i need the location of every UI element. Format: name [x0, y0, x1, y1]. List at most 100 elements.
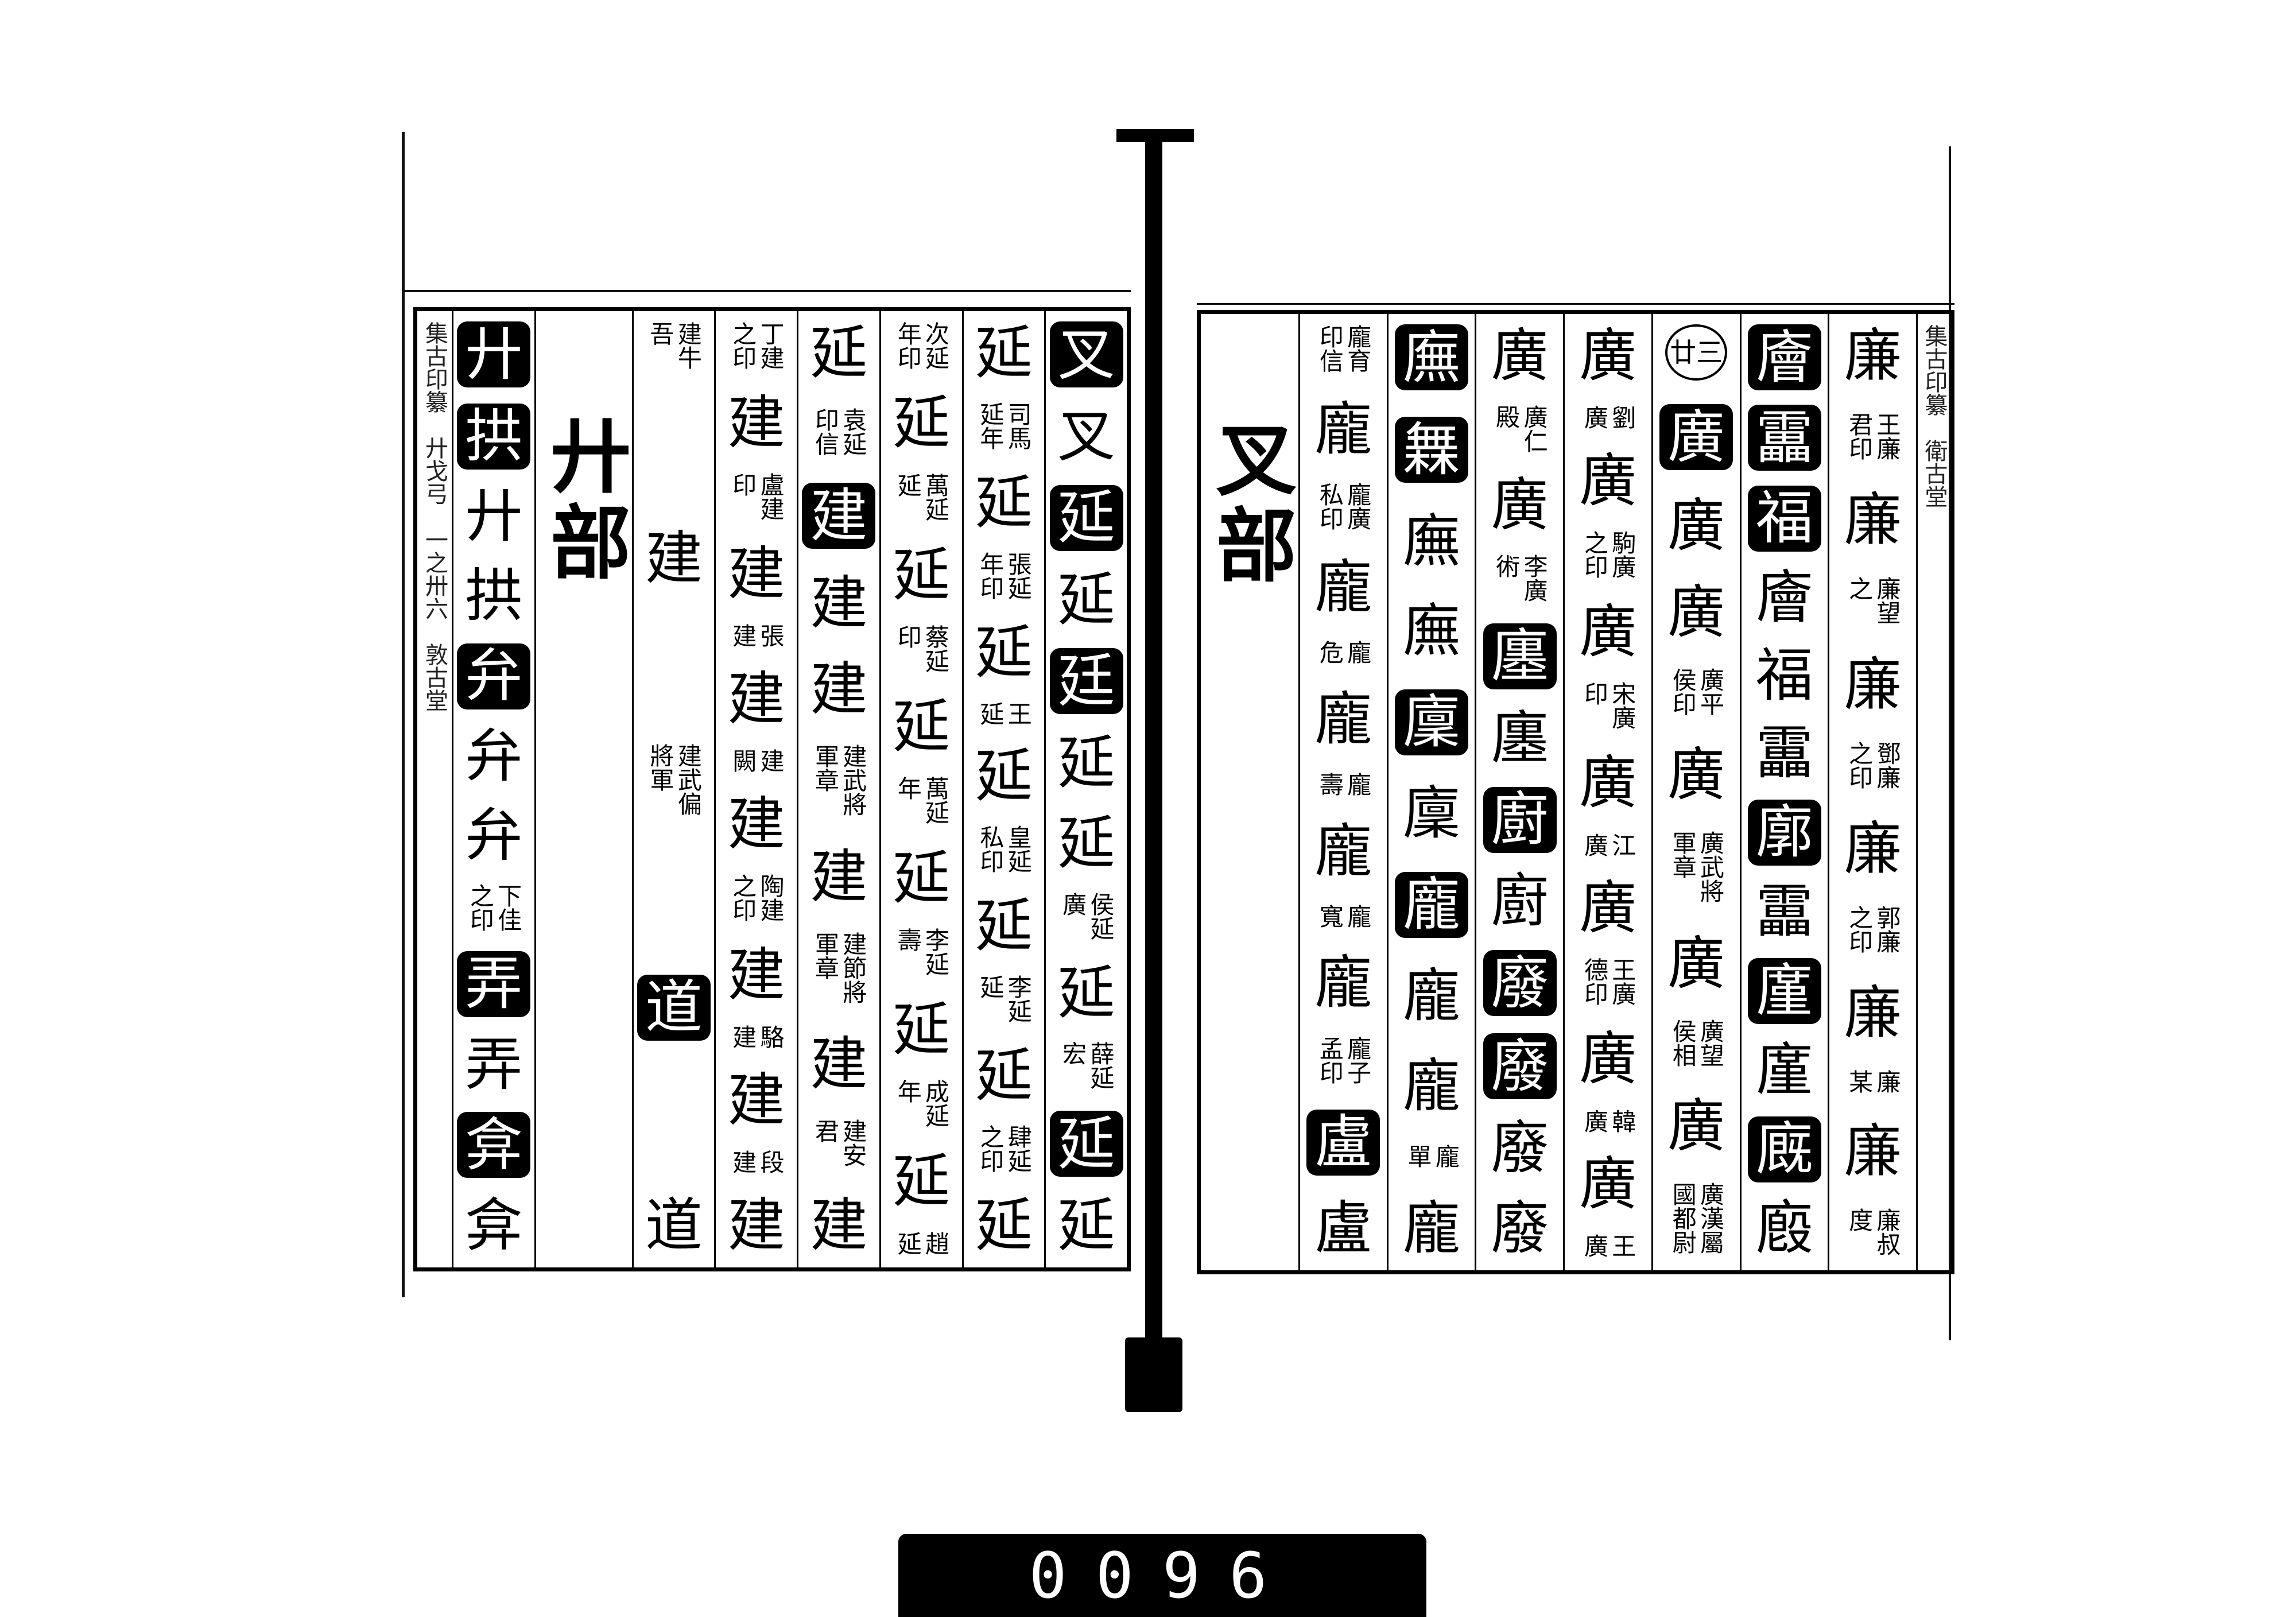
seal-glyph: 延 — [975, 742, 1033, 810]
seal-caption: 廉某 — [1845, 1069, 1901, 1094]
seal-caption: 江廣 — [1580, 832, 1636, 857]
seal-glyph: 廣 — [1667, 491, 1725, 559]
seal-glyph: 廥 — [1755, 564, 1813, 631]
seal-glyph: 建 — [727, 540, 785, 608]
seal-glyph: 龐 — [1314, 949, 1372, 1017]
binding-spine — [1145, 138, 1162, 1406]
entry-column: 丁建之印建盧建印建張建建建闕建陶建之印建駱建建段建建 — [714, 311, 797, 1267]
seal-caption: 建闕 — [728, 749, 785, 773]
margin-label: 一之卅六 — [421, 528, 448, 620]
seal-glyph: 延 — [975, 1191, 1033, 1259]
seal-caption: 建安君 — [811, 1119, 867, 1168]
seal-glyph: 延 — [893, 541, 951, 608]
seal-caption: 段建 — [728, 1150, 785, 1174]
seal-caption: 建牛吾 — [646, 321, 703, 370]
entry-column: 建牛吾建建武偏將軍道道 — [631, 311, 715, 1267]
seal-glyph-inverse: 廾 — [457, 321, 531, 387]
margin-label: 廾戈弓 — [421, 436, 448, 505]
seal-caption: 司馬延年 — [976, 402, 1033, 451]
circled-number: 廿三 — [1665, 324, 1728, 381]
seal-glyph: 延 — [893, 692, 951, 760]
section-heading: 廾部 — [537, 414, 631, 587]
seal-glyph-inverse: 福 — [1747, 485, 1821, 552]
seal-caption: 王延 — [976, 701, 1033, 726]
seal-glyph: 延 — [975, 319, 1033, 386]
seal-glyph: 龐 — [1403, 1194, 1461, 1262]
seal-glyph: 廣 — [1667, 578, 1725, 646]
seal-glyph-inverse: 廡 — [1395, 324, 1469, 390]
margin-label: 集古印纂 — [421, 321, 448, 413]
seal-glyph: 廛 — [1491, 704, 1549, 771]
margin-label: 集古印纂 — [1921, 324, 1948, 416]
entry-column: 廉王廉君印廉廉望之廉鄧廉之印廉郭廉之印廉廉某廉廉叔度 — [1828, 314, 1916, 1270]
seal-caption: 下佳之印 — [466, 883, 522, 932]
seal-glyph: 廣 — [1579, 1150, 1637, 1218]
seal-glyph: 廾 — [465, 483, 523, 550]
seal-caption: 龐育印信 — [1316, 324, 1372, 373]
entry-column: 廿三廣廣廣廣平侯印廣廣武將軍章廣廣望侯相廣廣漢屬國都尉 — [1651, 314, 1740, 1270]
seal-glyph-inverse: 靁 — [1747, 405, 1821, 471]
seal-glyph-inverse: 廓 — [1747, 799, 1821, 866]
entry-column: 廣劉廣廣駒廣之印廣宋廣印廣江廣廣王廣德印廣韓廣廣王廣 — [1563, 314, 1651, 1270]
seal-glyph: 道 — [645, 1191, 703, 1259]
seal-caption: 建武偏將軍 — [646, 743, 703, 816]
seal-caption: 王廉君印 — [1845, 412, 1901, 460]
seal-caption: 廣平侯印 — [1669, 668, 1725, 716]
seal-glyph: 廉 — [1844, 815, 1902, 883]
seal-caption: 萬延延 — [894, 473, 950, 522]
seal-glyph: 廣 — [1579, 447, 1637, 514]
seal-glyph: 建 — [810, 569, 868, 637]
entry-column: 龐育印信龐龐廣私印龐龐危龐龐壽龐龐寬龐龐子孟印盧盧 — [1298, 314, 1387, 1270]
seal-glyph: 廣 — [1491, 322, 1549, 389]
seal-glyph: 弇 — [465, 1191, 523, 1259]
left-page-outer-edge — [402, 132, 405, 1297]
seal-glyph: 建 — [727, 941, 785, 1009]
entry-column: 廾拱廾拱弁弁弁下佳之印弄弄弇弇 — [451, 311, 534, 1267]
right-page-outer-edge — [1949, 146, 1951, 1340]
seal-caption: 李廣術 — [1492, 554, 1549, 603]
seal-glyph: 靁 — [1755, 719, 1813, 787]
seal-glyph: 廡 — [1403, 597, 1461, 665]
section-heading: 叉部 — [1202, 417, 1297, 590]
seal-glyph: 廣 — [1579, 749, 1637, 817]
seal-glyph-inverse: 盧 — [1306, 1109, 1380, 1176]
seal-glyph-inverse: 弁 — [457, 643, 531, 709]
seal-glyph: 延 — [810, 319, 868, 386]
seal-glyph-inverse: 廛 — [1483, 623, 1557, 689]
seal-caption: 廉望之 — [1845, 576, 1901, 625]
seal-glyph: 延 — [975, 1042, 1033, 1110]
seal-glyph: 廏 — [1755, 1194, 1813, 1262]
seal-glyph: 龐 — [1314, 395, 1372, 463]
seal-glyph: 建 — [727, 389, 785, 456]
seal-glyph: 建 — [727, 1191, 785, 1259]
seal-caption: 袁延印信 — [811, 408, 867, 456]
seal-glyph: 廉 — [1844, 486, 1902, 554]
seal-glyph: 延 — [893, 1147, 951, 1215]
seal-glyph: 廉 — [1844, 322, 1902, 389]
seal-glyph: 廢 — [1491, 1114, 1549, 1182]
seal-glyph: 建 — [810, 843, 868, 910]
seal-caption: 駱建 — [728, 1025, 785, 1049]
seal-glyph: 弄 — [465, 1030, 523, 1098]
seal-caption: 龐危 — [1316, 640, 1372, 665]
seal-glyph: 弁 — [465, 723, 523, 790]
seal-glyph: 廣 — [1667, 741, 1725, 809]
seal-glyph: 龐 — [1314, 553, 1372, 621]
seal-glyph-inverse: 廣 — [1659, 404, 1733, 471]
margin-strip: 集古印纂廾戈弓一之卅六敦古堂 — [417, 311, 452, 1267]
seal-glyph-inverse: 廢 — [1483, 1033, 1557, 1100]
seal-glyph: 叉 — [1057, 402, 1115, 470]
seal-glyph: 延 — [975, 468, 1033, 536]
seal-glyph: 建 — [727, 1066, 785, 1134]
seal-caption: 宋廣印 — [1580, 681, 1636, 730]
page-number-label: 0096 — [898, 1534, 1426, 1617]
seal-caption: 李延延 — [976, 975, 1033, 1023]
seal-glyph: 龐 — [1314, 817, 1372, 885]
seal-caption: 郭廉之印 — [1845, 905, 1901, 953]
left-page-top-rule — [402, 290, 1131, 292]
seal-caption: 建武將軍章 — [811, 744, 867, 817]
seal-caption: 蔡延印 — [894, 625, 950, 673]
seal-glyph-inverse: 弇 — [457, 1112, 531, 1178]
seal-glyph-inverse: 道 — [637, 974, 711, 1041]
section-heading-column: 叉部 — [1201, 314, 1298, 1270]
